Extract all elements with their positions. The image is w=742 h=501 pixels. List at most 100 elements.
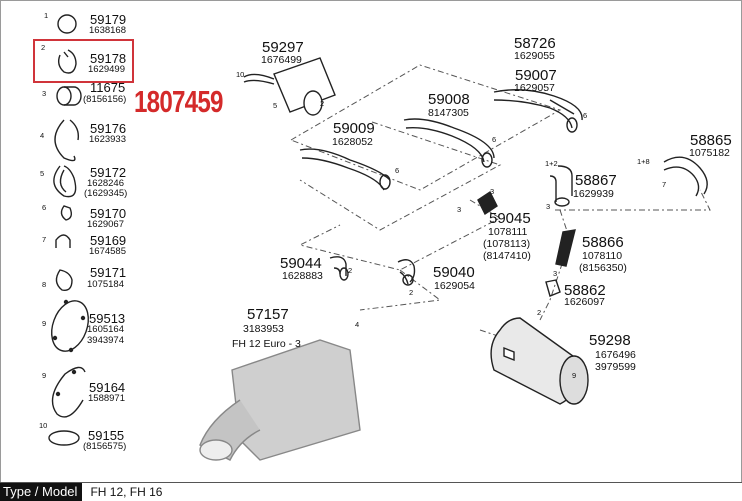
reference-number: 1628246 <box>87 178 124 189</box>
clamp-9b-icon <box>51 366 86 418</box>
item-index: 7 <box>42 235 47 244</box>
clamp-9a-icon <box>51 299 89 353</box>
part-number: 59170 <box>90 206 127 221</box>
clamp-6-icon <box>60 205 73 221</box>
reference-number: 1676496 <box>595 349 636 361</box>
callout-number: 2 <box>537 308 542 317</box>
exhaust-diagram-drawing <box>48 14 711 461</box>
callout-number: 10 <box>236 70 245 79</box>
clamp-1-icon <box>57 14 77 34</box>
elbow-59040-drawing <box>397 259 416 286</box>
reference-number: 1676499 <box>261 54 302 66</box>
callout-number: 3 <box>553 269 558 278</box>
reference-number: 1075184 <box>87 279 124 290</box>
part-number: 59044 <box>280 255 322 272</box>
elbow-59044-drawing <box>329 256 349 281</box>
part-number: 59040 <box>433 264 475 281</box>
part-number: 59008 <box>428 91 470 108</box>
part-number: 59298 <box>589 332 631 349</box>
muffler-59298-drawing <box>490 317 589 405</box>
callout-number: 2 <box>320 99 325 108</box>
reference-number: 1628883 <box>282 270 323 282</box>
reference-number: (8156575) <box>83 441 127 452</box>
reference-number: 1078110 <box>582 250 623 262</box>
reference-number: (1078113) <box>483 238 531 250</box>
item-index: 4 <box>40 131 45 140</box>
reference-number: 1078111 <box>488 226 528 238</box>
reference-number: 1629067 <box>87 219 124 230</box>
part-number: 58865 <box>690 132 732 149</box>
sleeve-58862-drawing <box>545 279 561 297</box>
type-model-label: Type / Model <box>0 483 83 501</box>
type-model-value: FH 12, FH 16 <box>90 485 163 499</box>
clamp-10-icon <box>48 430 80 446</box>
part-number: 59179 <box>90 12 127 27</box>
part-number: 59164 <box>89 380 126 395</box>
part-number: 59045 <box>489 210 531 227</box>
reference-number: 1629939 <box>573 188 614 200</box>
pipe-58865-drawing <box>663 156 708 197</box>
clamp-7-icon <box>55 234 71 248</box>
pipe-59008-drawing <box>403 118 495 168</box>
part-number: 59297 <box>262 39 304 56</box>
part-number: 59176 <box>90 121 127 136</box>
item-index: 9 <box>42 371 47 380</box>
item-index: 9 <box>42 319 47 328</box>
callout-number: 3 <box>490 187 495 196</box>
reference-number: 1629057 <box>514 82 555 94</box>
callout-number: 1+8 <box>637 157 650 166</box>
reference-number: (8147410) <box>483 250 531 262</box>
reference-number: 1638168 <box>89 25 126 36</box>
reference-number: 1605164 <box>87 324 124 335</box>
muffler-57157-drawing <box>199 339 361 461</box>
reference-number: 1674585 <box>89 246 126 257</box>
clamp-3-icon <box>56 86 82 106</box>
callout-number: 7 <box>662 180 667 189</box>
callout-number: 9 <box>572 371 577 380</box>
callout-number: 5 <box>273 101 278 110</box>
callout-number: 6 <box>395 166 400 175</box>
reference-number: 1623933 <box>89 134 126 145</box>
clamp-2-icon <box>57 49 77 74</box>
callout-number: 4 <box>355 320 360 329</box>
callout-number: 1+2 <box>545 159 558 168</box>
callout-number: 2 <box>409 288 414 297</box>
muffler-59297-drawing <box>243 57 336 116</box>
part-number: 11675 <box>90 80 126 95</box>
reference-number: (1629345) <box>84 188 128 199</box>
item-index: 6 <box>42 203 47 212</box>
part-number: 59171 <box>90 265 127 280</box>
callout-number: 6 <box>492 135 497 144</box>
item-index: 3 <box>42 89 47 98</box>
pipe-59009-drawing <box>299 148 391 191</box>
part-number: 58862 <box>564 282 606 299</box>
reference-number: 1629054 <box>434 280 475 292</box>
highlighted-part-box <box>33 39 134 83</box>
part-number: 59169 <box>90 233 127 248</box>
clamp-8-icon <box>55 269 73 291</box>
callout-number: 2 <box>348 266 353 275</box>
callout-number: 6 <box>583 111 588 120</box>
reference-number: 1629499 <box>88 64 125 75</box>
part-number: 59009 <box>333 120 375 137</box>
pipe-59007-drawing <box>493 89 583 133</box>
part-number: 59178 <box>90 51 127 66</box>
clamp-5-icon <box>53 165 77 198</box>
reference-number: 1629055 <box>514 50 555 62</box>
model-info-bar: Type / Model FH 12, FH 16 <box>0 482 742 501</box>
clamp-4-icon <box>54 119 80 162</box>
part-number: 59513 <box>89 311 126 326</box>
item-index: 5 <box>40 169 45 178</box>
part-number: 58866 <box>582 234 624 251</box>
hose-59045-drawing <box>477 190 498 216</box>
reference-number: (8156156) <box>83 94 127 105</box>
part-number: 59007 <box>515 67 557 84</box>
reference-number: 8147305 <box>428 107 469 119</box>
hose-58866-drawing <box>555 229 576 267</box>
reference-number: 3943974 <box>87 335 124 346</box>
part-number: 57157 <box>247 306 289 323</box>
part-number: 58726 <box>514 35 556 52</box>
reference-number: 1075182 <box>689 147 730 159</box>
pipe-58867-drawing <box>549 165 573 207</box>
reference-number: (8156350) <box>579 262 627 274</box>
